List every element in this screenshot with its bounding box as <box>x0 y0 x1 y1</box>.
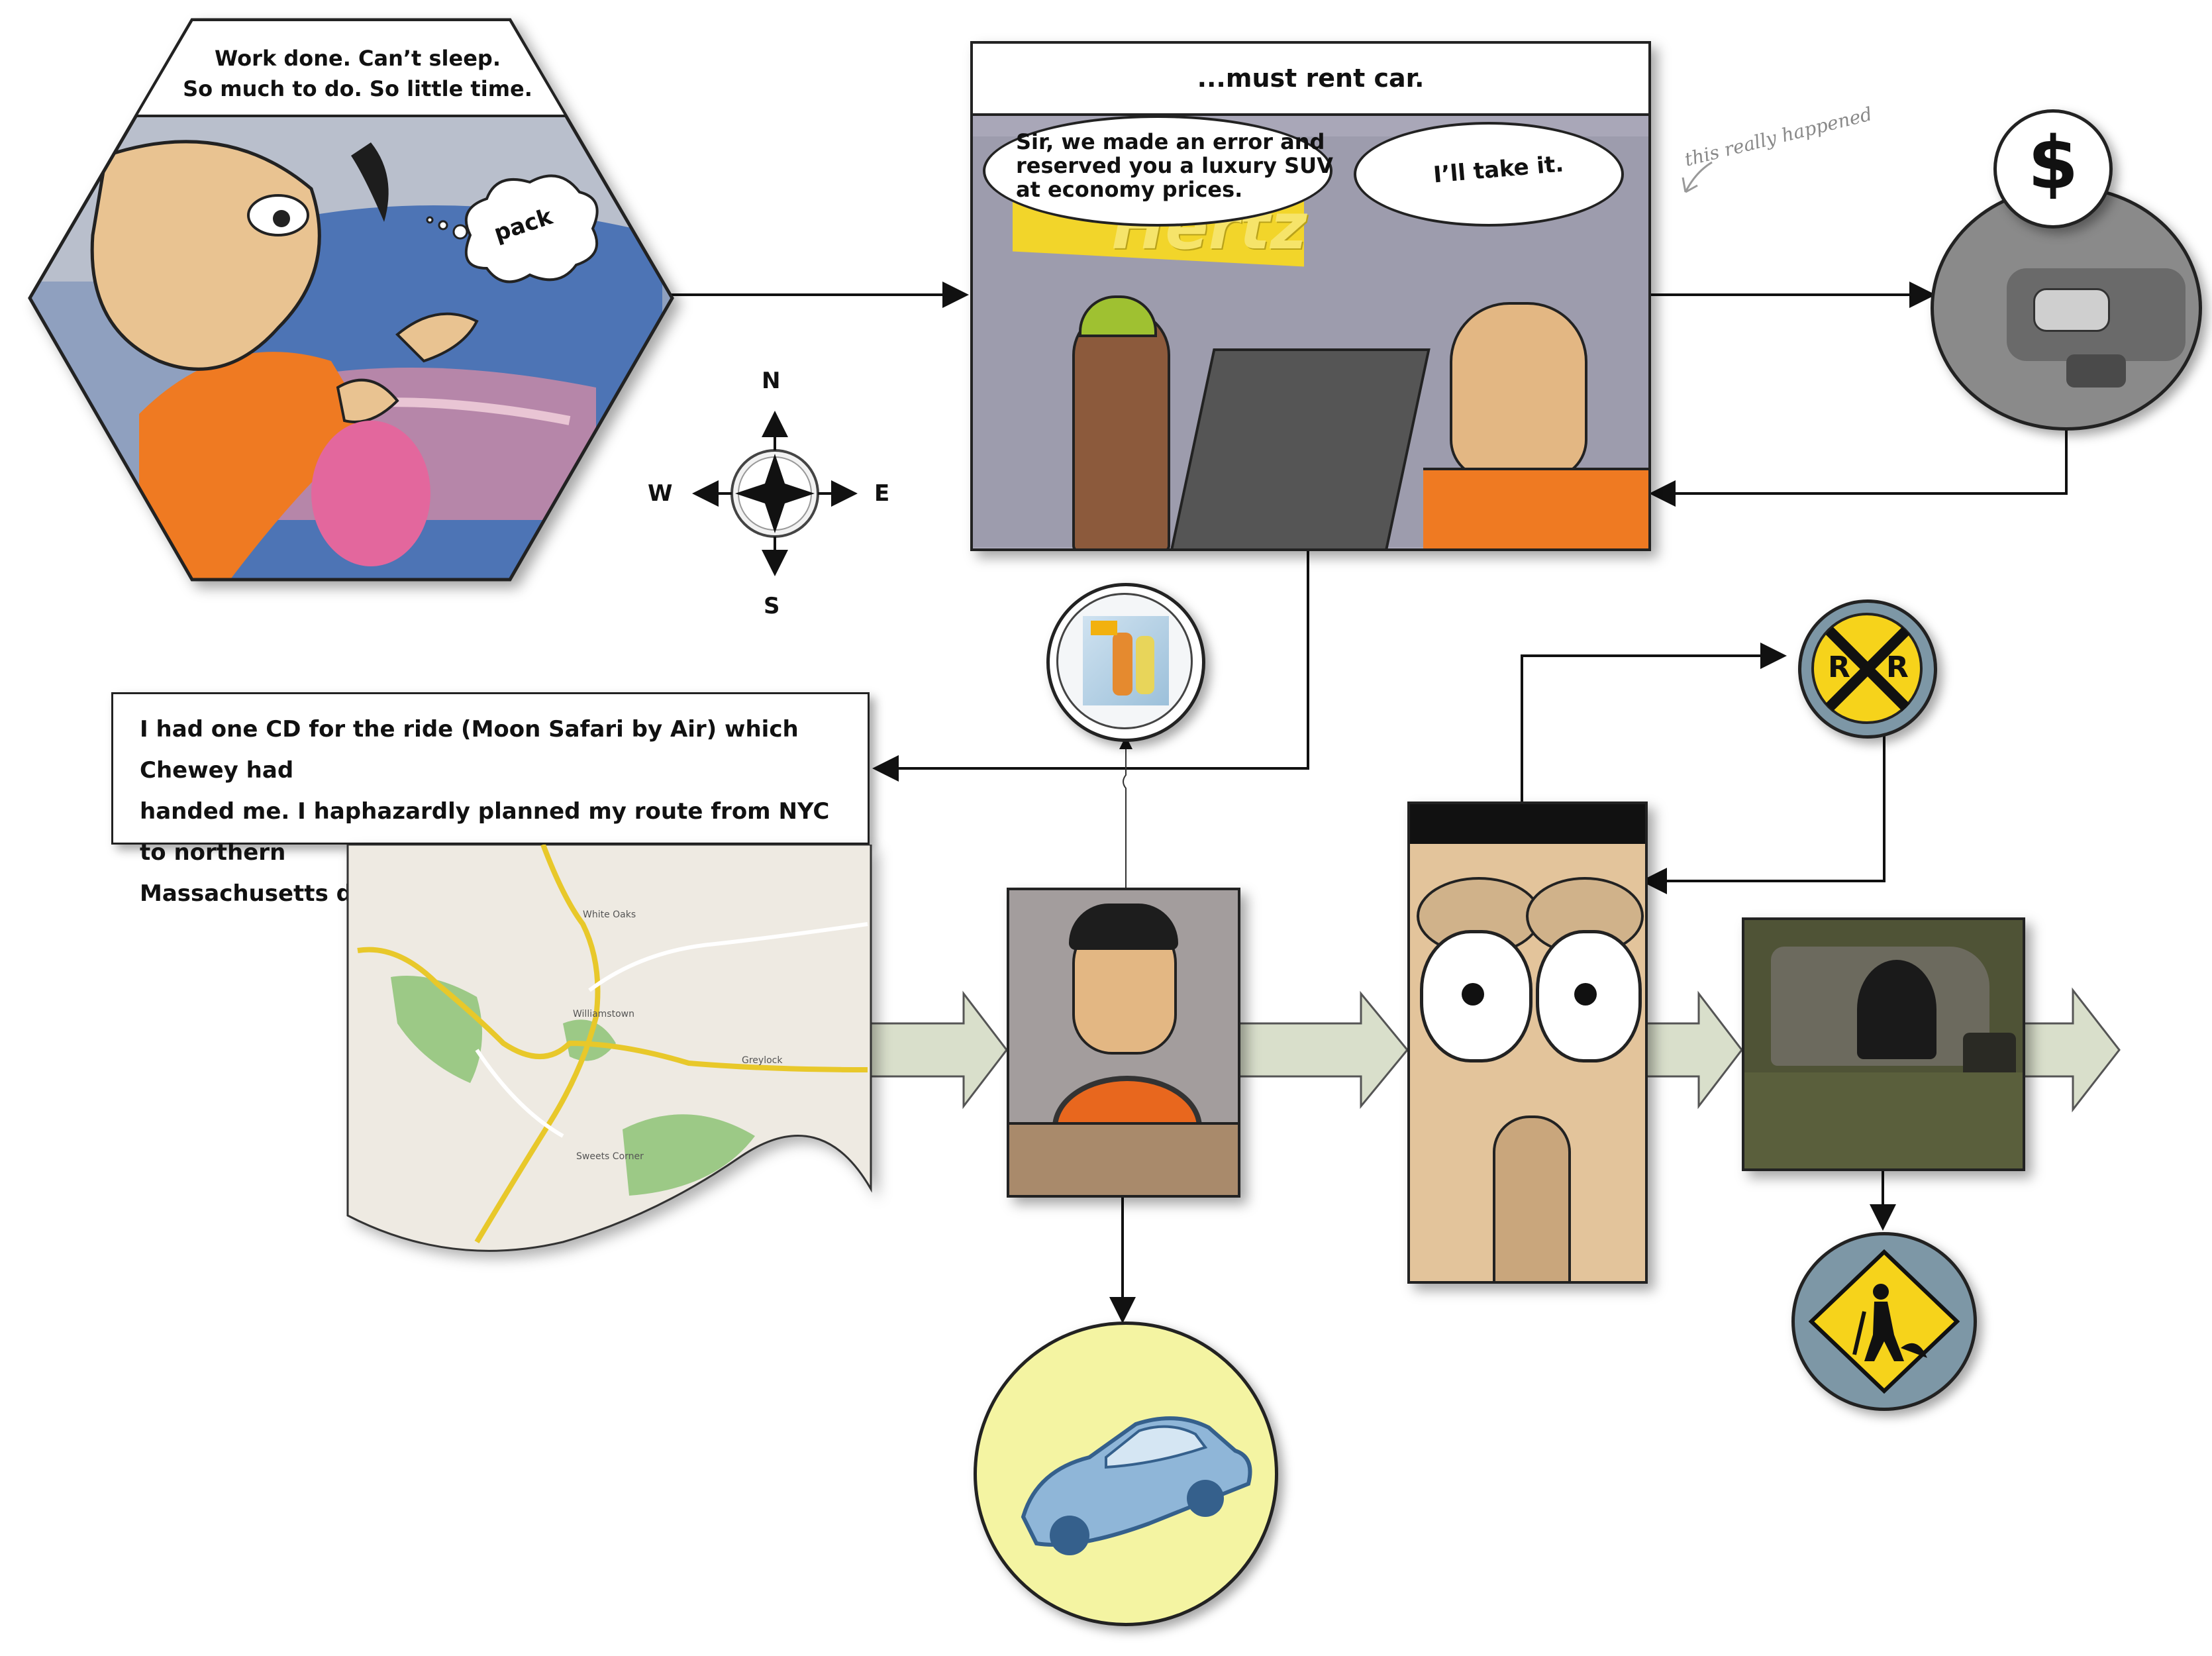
suv-headlight <box>2033 288 2110 332</box>
block-arrow-driver-to-eyes <box>1234 990 1409 1110</box>
suv-window-panel <box>1742 917 2025 1171</box>
map-road-north <box>474 845 601 1244</box>
connector-dollar-to-rental <box>1649 424 2068 507</box>
car-icon <box>974 1321 1278 1626</box>
story-caption-line-2: handed me. I haphazardly planned my rout… <box>140 798 830 866</box>
dashboard <box>1009 1122 1238 1195</box>
hexagon-caption-line-1: Work done. Can’t sleep. <box>215 46 501 71</box>
rental-caption: ...must rent car. <box>973 44 1648 116</box>
map-label-greylock: Greylock <box>742 1055 783 1066</box>
hexagon-panel <box>28 18 674 582</box>
wide-eyes-panel <box>1407 802 1648 1284</box>
driver-hair <box>1069 904 1178 950</box>
railroad-cross <box>1825 627 1910 711</box>
map-forest-south <box>623 1114 755 1196</box>
connector-rental-to-caption <box>872 550 1309 782</box>
compass-south: S <box>764 593 780 619</box>
suv-door <box>1744 1072 2023 1168</box>
customer <box>1450 302 1587 480</box>
railroad-left-r: R <box>1828 650 1850 684</box>
railroad-crossing-icon: R R <box>1798 599 1937 739</box>
road-work-sign <box>1808 1249 1960 1394</box>
eyes-hair <box>1410 804 1645 844</box>
thought-dots <box>426 216 468 240</box>
hexagon-caption-line-2: So much to do. So little time. <box>183 76 532 101</box>
suv-front-circle <box>1931 185 2202 431</box>
story-caption: I had one CD for the ride (Moon Safari b… <box>111 692 870 907</box>
clerk-speech-line-2: reserved you a luxury SUV <box>1016 153 1333 178</box>
customer-shirt <box>1423 468 1648 548</box>
dollar-symbol: $ <box>2027 121 2079 205</box>
map-label-white-oaks: White Oaks <box>583 909 636 920</box>
map-road-minor <box>588 922 868 992</box>
nose <box>1493 1115 1571 1281</box>
connector-driver-to-cd <box>1119 736 1132 888</box>
suv-mirror <box>1963 1033 2016 1079</box>
route-map: White Oaks Williamstown Greylock Sweets … <box>346 845 872 1252</box>
driver-panel <box>1007 888 1240 1198</box>
compass-rose <box>692 411 858 576</box>
thought-bubble <box>464 174 599 284</box>
connector-eyes-to-railroad <box>1521 643 1787 802</box>
block-arrow-map-to-driver <box>870 990 1008 1110</box>
map-road-minor-2 <box>475 1049 564 1138</box>
map-label-sweets-corner: Sweets Corner <box>576 1151 644 1162</box>
counter <box>1170 348 1431 548</box>
road-work-icon <box>1791 1232 1977 1411</box>
car-rental-panel: Hertz ...must rent car. Sir, we made an … <box>970 41 1651 551</box>
clerk-speech: Sir, we made an error and reserved you a… <box>1016 130 1333 201</box>
compass-north: N <box>762 368 781 394</box>
suv-foglight <box>2066 354 2126 388</box>
cd-figure-orange <box>1113 633 1132 696</box>
dollar-icon: $ <box>1993 109 2113 229</box>
cd-logo <box>1091 621 1117 635</box>
clerk <box>1072 309 1170 548</box>
pupil-right <box>1574 983 1597 1006</box>
side-note-arrow <box>1682 161 1713 193</box>
suv-driver-silhouette <box>1857 960 1936 1059</box>
compass-east: E <box>874 480 890 507</box>
clerk-speech-line-3: at economy prices. <box>1016 177 1243 202</box>
map-label-williamstown: Williamstown <box>573 1009 634 1019</box>
pupil-left <box>1462 983 1484 1006</box>
clerk-speech-line-1: Sir, we made an error and <box>1016 129 1325 154</box>
customer-speech-balloon <box>1354 122 1624 227</box>
railroad-right-r: R <box>1886 650 1909 684</box>
car-shape <box>1021 1416 1252 1555</box>
clerk-speech-balloon <box>983 115 1332 227</box>
cd-figure-yellow <box>1136 636 1154 694</box>
map-road-main <box>357 947 868 1072</box>
hexagon-caption: Work done. Can’t sleep. So much to do. S… <box>152 43 563 104</box>
cd-album-icon <box>1046 583 1205 742</box>
connector-railroad-to-eyes <box>1640 719 1885 894</box>
story-caption-line-1: I had one CD for the ride (Moon Safari b… <box>140 716 799 784</box>
compass-west: W <box>648 480 673 507</box>
block-arrow-suv-out <box>2019 987 2121 1113</box>
block-arrow-eyes-to-suv <box>1644 990 1743 1110</box>
